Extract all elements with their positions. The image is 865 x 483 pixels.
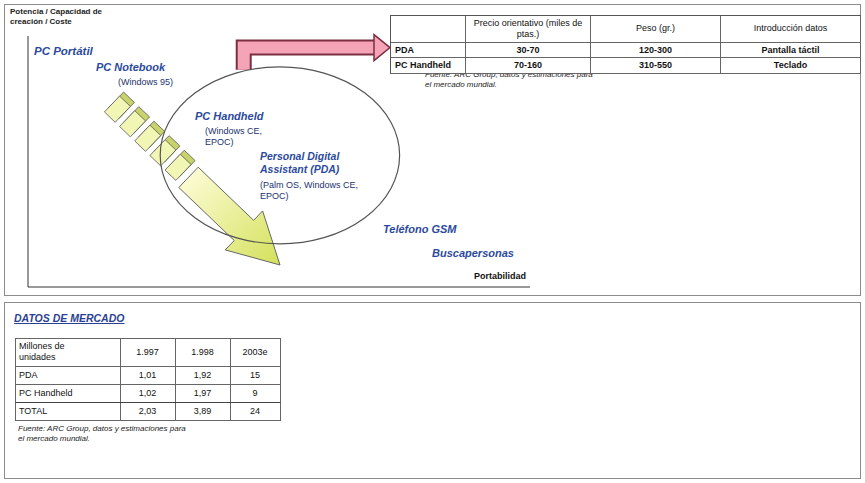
os-label: (Windows CE, EPOC) xyxy=(205,126,269,148)
table-border xyxy=(16,339,281,421)
table-cell-empty xyxy=(391,16,466,43)
arrowhead xyxy=(374,35,390,61)
table-cell: 24 xyxy=(231,403,279,419)
table-cell: 2,03 xyxy=(121,403,174,419)
table-cell: 1,01 xyxy=(121,367,174,383)
table-cell: 3,89 xyxy=(176,403,229,419)
source-note: Fuente: ARC Group, datos y estimaciones … xyxy=(18,424,188,443)
table-rule xyxy=(175,339,176,421)
panel-frame xyxy=(5,5,861,296)
table-rule xyxy=(16,366,281,367)
row-label: PDA xyxy=(391,43,466,59)
ellipse-outline xyxy=(160,67,399,244)
table-cell: 1,97 xyxy=(176,385,229,401)
table-cell: 70-160 xyxy=(466,58,591,74)
table-header: 2003e xyxy=(231,339,279,365)
cube-front xyxy=(120,111,146,137)
table-rule xyxy=(16,402,281,403)
panel-frame xyxy=(5,303,861,479)
device-label: PC Notebook xyxy=(96,61,165,74)
block-arrow-connector xyxy=(244,35,390,70)
axis-title: Portabilidad xyxy=(420,271,526,282)
table-cell: 1,02 xyxy=(121,385,174,401)
row-label: PC Handheld xyxy=(19,385,118,401)
connector-body xyxy=(244,48,375,70)
os-label: (Windows 95) xyxy=(118,77,173,88)
table-cell: 30-70 xyxy=(466,43,591,59)
row-label: PC Handheld xyxy=(391,58,466,74)
spec-table: Precio orientativo (miles de ptas.)Peso … xyxy=(390,15,861,74)
table-cell: Teclado xyxy=(721,58,861,74)
axis-line xyxy=(28,287,530,288)
table-header: Peso (gr.) xyxy=(591,16,721,43)
market-table-grid xyxy=(16,339,281,421)
table-rule xyxy=(120,339,121,421)
table-cell: 120-300 xyxy=(591,43,721,59)
table-cell: 310-550 xyxy=(591,58,721,74)
table-cell: 9 xyxy=(231,385,279,401)
device-label: Buscapersonas xyxy=(432,247,514,260)
table-header: Introducción datos xyxy=(721,16,861,43)
device-label: Personal Digital Assistant (PDA) xyxy=(260,150,378,175)
connector-outline xyxy=(244,48,375,70)
trend-arrow xyxy=(104,92,280,265)
table-rule xyxy=(230,339,231,421)
table-cell: 15 xyxy=(231,367,279,383)
row-label: TOTAL xyxy=(19,403,118,419)
device-label: Teléfono GSM xyxy=(383,223,457,236)
axis-title: Potencia / Capacidad de creación / Coste xyxy=(10,7,110,26)
section-heading: DATOS DE MERCADO xyxy=(14,312,124,325)
device-label: PC Handheld xyxy=(195,110,263,123)
table-header: 1.998 xyxy=(176,339,229,365)
table-cell: Pantalla táctil xyxy=(721,43,861,59)
table-rule xyxy=(16,384,281,385)
cube-front xyxy=(150,140,176,166)
table-header: Precio orientativo (miles de ptas.) xyxy=(466,16,591,43)
table-cell: 1,92 xyxy=(176,367,229,383)
row-label: PDA xyxy=(19,367,118,383)
os-label: (Palm OS, Windows CE, EPOC) xyxy=(260,180,370,202)
device-label: PC Portátil xyxy=(34,45,93,59)
device-group-ellipse: PC Handheld (Windows CE, EPOC)Personal Di… xyxy=(159,66,401,245)
cube-front xyxy=(104,96,130,122)
cube-front xyxy=(165,154,191,180)
axis-line xyxy=(28,36,29,287)
table-header: Millones de unidades xyxy=(19,339,83,365)
cube-front xyxy=(135,125,161,151)
table-header: 1.997 xyxy=(121,339,174,365)
